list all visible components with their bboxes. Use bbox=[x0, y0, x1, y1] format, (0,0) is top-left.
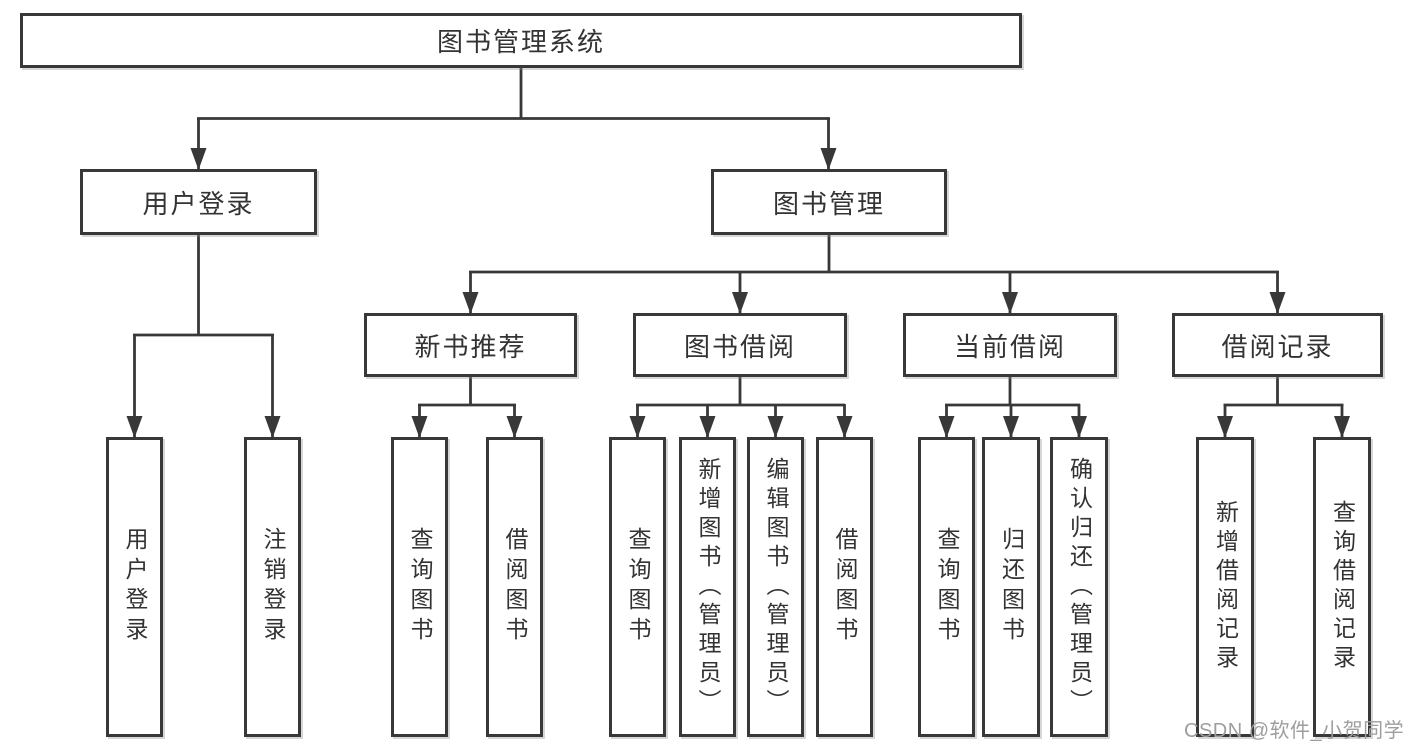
node-library-management-system: 图书管理系统 bbox=[20, 13, 1022, 68]
node-current-borrow: 当前借阅 bbox=[903, 313, 1117, 377]
node-new-book-recommend: 新书推荐 bbox=[364, 313, 577, 377]
node-borrow-records: 借阅记录 bbox=[1172, 313, 1383, 377]
node-book-borrow: 图书借阅 bbox=[633, 313, 847, 377]
node-user-login: 用户登录 bbox=[80, 169, 317, 235]
leaf-query-books-borrow: 查询图书 bbox=[609, 437, 666, 737]
leaf-return-books: 归还图书 bbox=[982, 437, 1040, 737]
leaf-borrow-books-recommend: 借阅图书 bbox=[486, 437, 543, 737]
leaf-query-books-current: 查询图书 bbox=[918, 437, 975, 737]
leaf-edit-books-admin: 编辑图书（管理员） bbox=[747, 437, 804, 737]
leaf-logout: 注销登录 bbox=[244, 437, 301, 737]
node-book-management: 图书管理 bbox=[711, 169, 947, 235]
leaf-query-borrow-record: 查询借阅记录 bbox=[1313, 437, 1371, 737]
leaf-confirm-return-admin: 确认归还（管理员） bbox=[1050, 437, 1108, 737]
leaf-user-login: 用户登录 bbox=[106, 437, 163, 737]
leaf-borrow-books: 借阅图书 bbox=[816, 437, 873, 737]
leaf-query-books-recommend: 查询图书 bbox=[391, 437, 448, 737]
csdn-watermark: CSDN @软件_小贺同学 bbox=[1184, 720, 1405, 742]
leaf-add-books-admin: 新增图书（管理员） bbox=[679, 437, 736, 737]
leaf-add-borrow-record: 新增借阅记录 bbox=[1196, 437, 1254, 737]
